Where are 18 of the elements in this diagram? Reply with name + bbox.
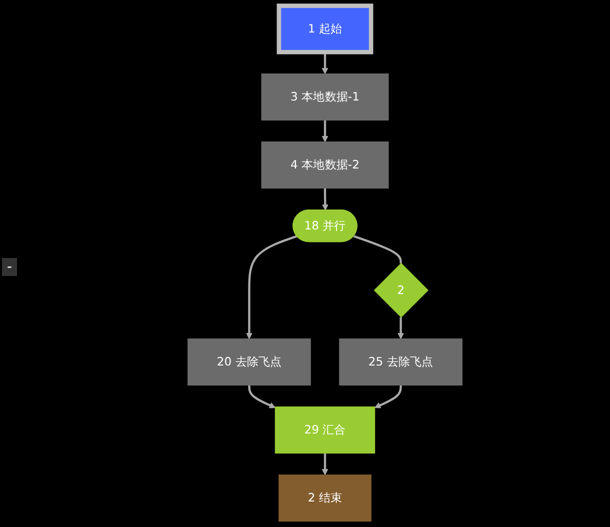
node-box: 4 本地数据-2 [261,141,389,189]
node-box: 3 本地数据-1 [261,73,389,120]
connector [353,235,402,264]
node-diamond: 2 [374,262,429,318]
arrow [374,385,402,408]
node-box: 1 起始 [276,4,374,54]
node-box: 20 去除飞点 [188,338,311,386]
arrow [322,453,328,476]
node-box: 25 去除飞点 [339,338,462,386]
arrow [322,188,328,211]
collapse-label: - [2,258,18,276]
arrow [398,317,404,340]
node-box: 29 汇合 [274,406,376,454]
arrow [322,120,328,142]
arrow [322,52,328,74]
arrow [248,385,276,408]
arrow [246,235,298,340]
node-box: 2 结束 [278,474,372,522]
